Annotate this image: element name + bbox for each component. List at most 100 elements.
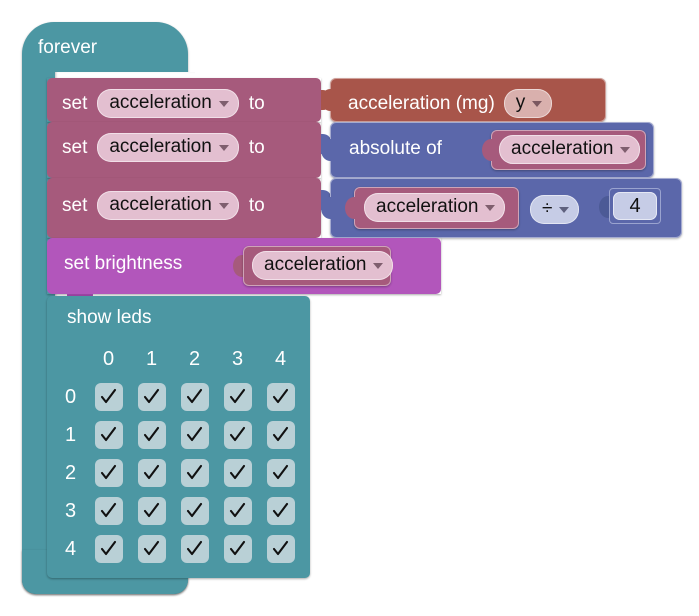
led-cell [216, 378, 259, 416]
led-cell [259, 416, 302, 454]
led-toggle-0-1[interactable] [137, 382, 166, 411]
number-input-divisor-wrapper[interactable]: 4 [609, 188, 661, 224]
led-toggle-0-4[interactable] [266, 382, 295, 411]
operator-dropdown[interactable]: ÷ [530, 195, 580, 224]
absolute-of-reporter[interactable]: absolute of acceleration [321, 122, 654, 178]
led-cell [259, 378, 302, 416]
check-icon [100, 427, 117, 442]
variable-dropdown-brightness-value: acceleration [264, 254, 367, 275]
led-row-header-0: 0 [65, 385, 77, 408]
led-cell [173, 530, 216, 568]
check-icon [229, 541, 246, 556]
led-toggle-2-1[interactable] [137, 458, 166, 487]
operator-dropdown-value: ÷ [542, 198, 553, 219]
chevron-down-icon [218, 101, 229, 107]
led-matrix-row: 3 [63, 492, 302, 530]
led-column-header-0: 0 [102, 347, 115, 370]
set-variable-statement-1[interactable]: set acceleration to [47, 78, 321, 130]
number-input-divisor[interactable]: 4 [613, 192, 657, 220]
set-brightness-label: set brightness [64, 253, 183, 274]
check-icon [272, 389, 289, 404]
set-variable-statement-3[interactable]: set acceleration to [47, 178, 321, 246]
led-matrix-row: 1 [63, 416, 302, 454]
variable-reporter-brightness[interactable]: acceleration [243, 246, 394, 286]
led-column-header-2: 2 [188, 347, 201, 370]
led-cell [173, 416, 216, 454]
led-matrix-row: 2 [63, 454, 302, 492]
to-keyword-3: to [248, 195, 265, 216]
acceleration-mg-reporter[interactable]: acceleration (mg) y [321, 78, 606, 122]
led-toggle-1-1[interactable] [137, 420, 166, 449]
led-toggle-1-4[interactable] [266, 420, 295, 449]
led-cell [173, 454, 216, 492]
led-toggle-2-0[interactable] [94, 458, 123, 487]
check-icon [229, 389, 246, 404]
variable-reporter-dividend[interactable]: acceleration [345, 187, 519, 229]
led-row-header-3: 3 [65, 499, 77, 522]
led-toggle-3-3[interactable] [223, 496, 252, 525]
led-matrix-row: 4 [63, 530, 302, 568]
led-toggle-2-3[interactable] [223, 458, 252, 487]
led-toggle-1-0[interactable] [94, 420, 123, 449]
check-icon [229, 427, 246, 442]
variable-dropdown-absolute[interactable]: acceleration [499, 135, 641, 164]
check-icon [143, 503, 160, 518]
variable-dropdown-2[interactable]: acceleration [97, 133, 239, 162]
arithmetic-reporter[interactable]: acceleration ÷ 4 [321, 178, 682, 238]
led-toggle-2-2[interactable] [180, 458, 209, 487]
variable-dropdown-dividend[interactable]: acceleration [364, 193, 506, 222]
led-toggle-4-2[interactable] [180, 534, 209, 563]
variable-dropdown-1[interactable]: acceleration [97, 89, 239, 118]
led-matrix-corner [63, 340, 87, 378]
set-keyword-2: set [62, 137, 88, 158]
set-keyword-3: set [62, 195, 88, 216]
check-icon [186, 541, 203, 556]
led-cell [87, 378, 130, 416]
axis-dropdown-value: y [515, 92, 526, 113]
check-icon [186, 427, 203, 442]
set-brightness-statement[interactable]: set brightness acceleration [47, 238, 441, 302]
led-toggle-0-3[interactable] [223, 382, 252, 411]
led-cell [216, 416, 259, 454]
check-icon [100, 465, 117, 480]
led-matrix-row: 0 [63, 378, 302, 416]
led-toggle-0-0[interactable] [94, 382, 123, 411]
led-toggle-4-1[interactable] [137, 534, 166, 563]
led-cell [259, 454, 302, 492]
led-cell [259, 530, 302, 568]
check-icon [229, 503, 246, 518]
led-toggle-4-4[interactable] [266, 534, 295, 563]
led-toggle-2-4[interactable] [266, 458, 295, 487]
variable-dropdown-1-value: acceleration [109, 92, 212, 113]
chevron-down-icon [218, 145, 229, 151]
led-cell [87, 492, 130, 530]
led-cell [130, 416, 173, 454]
axis-dropdown[interactable]: y [503, 89, 553, 118]
set-keyword-1: set [62, 93, 88, 114]
led-toggle-4-0[interactable] [94, 534, 123, 563]
variable-dropdown-3-value: acceleration [109, 194, 212, 215]
led-toggle-4-3[interactable] [223, 534, 252, 563]
led-row-header-1: 1 [65, 423, 77, 446]
led-toggle-3-0[interactable] [94, 496, 123, 525]
variable-dropdown-absolute-value: acceleration [511, 138, 614, 159]
led-toggle-3-2[interactable] [180, 496, 209, 525]
variable-dropdown-3[interactable]: acceleration [97, 191, 239, 220]
chevron-down-icon [373, 263, 384, 269]
set-variable-statement-2[interactable]: set acceleration to [47, 122, 321, 186]
check-icon [143, 427, 160, 442]
led-column-header-1: 1 [145, 347, 158, 370]
led-toggle-1-2[interactable] [180, 420, 209, 449]
variable-dropdown-brightness[interactable]: acceleration [252, 251, 394, 280]
led-toggle-3-1[interactable] [137, 496, 166, 525]
check-icon [143, 465, 160, 480]
check-icon [272, 427, 289, 442]
led-toggle-1-3[interactable] [223, 420, 252, 449]
led-toggle-0-2[interactable] [180, 382, 209, 411]
led-cell [216, 530, 259, 568]
variable-reporter-absolute[interactable]: acceleration [482, 130, 646, 170]
led-toggle-3-4[interactable] [266, 496, 295, 525]
